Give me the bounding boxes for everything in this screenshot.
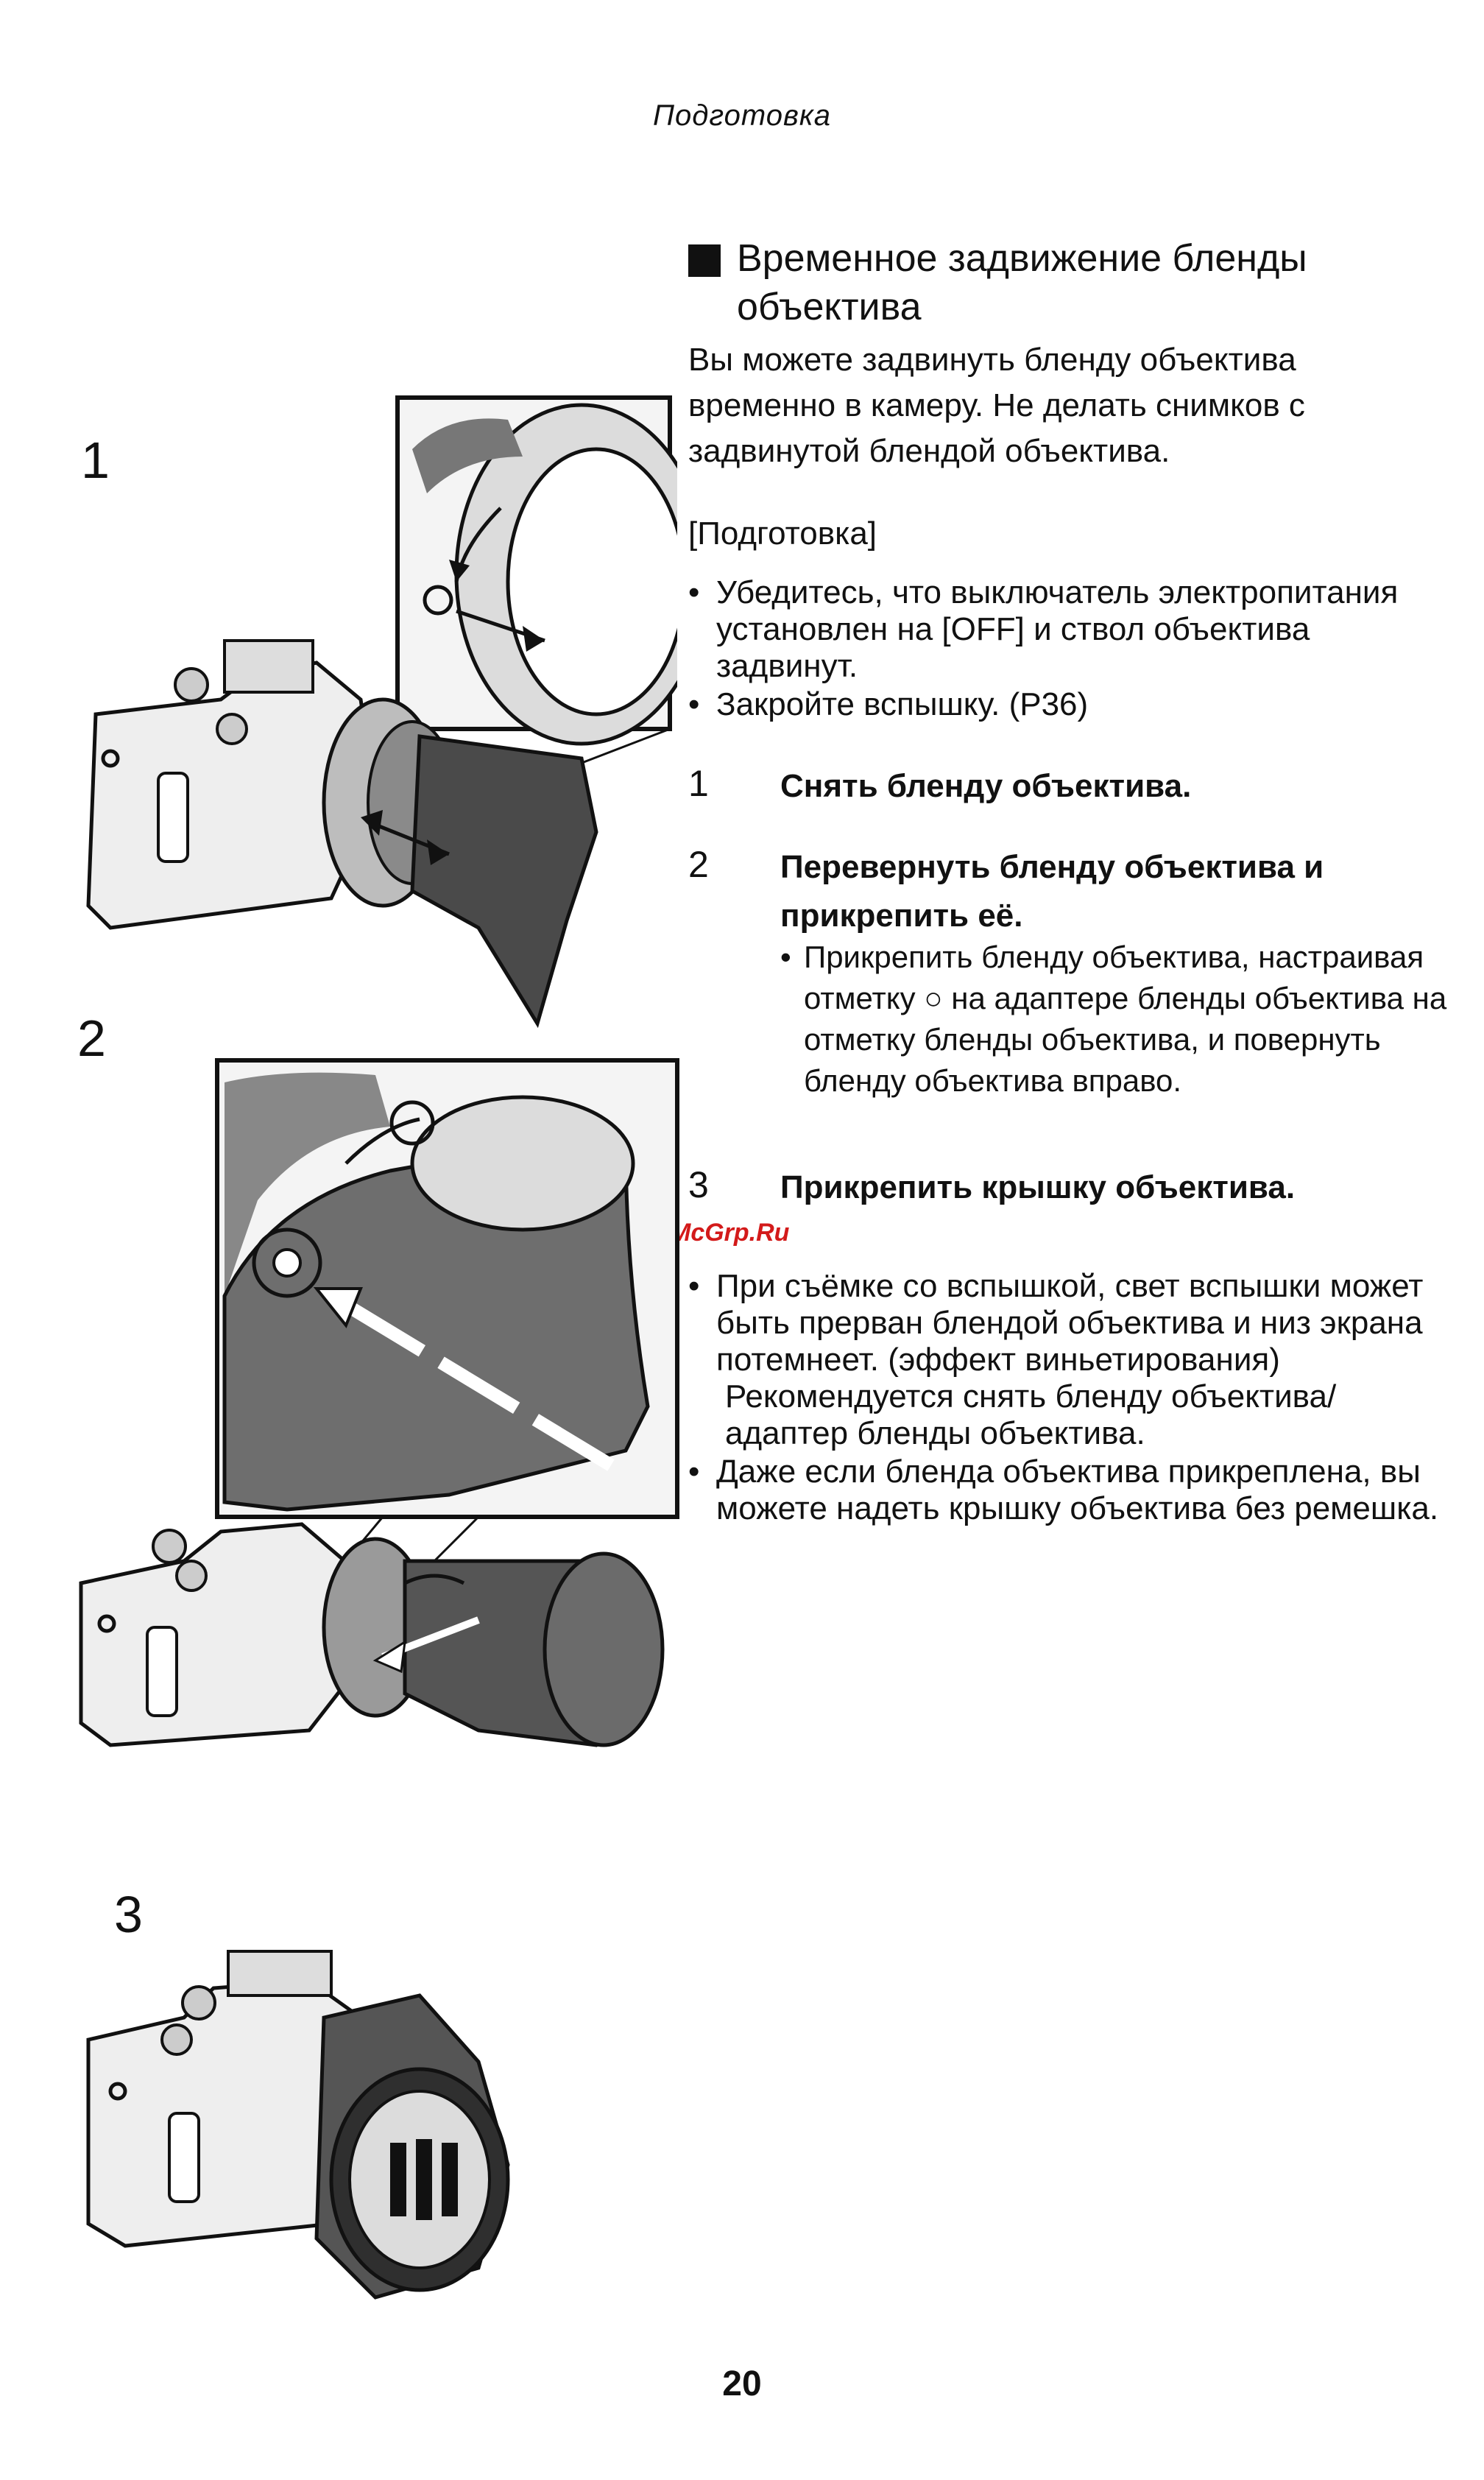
notes-list: При съёмке со вспышкой, свет вспышки мож… [688,1268,1454,1529]
note-text: При съёмке со вспышкой, свет вспышки мож… [716,1268,1424,1378]
figure-1-camera-hood-removal [86,395,677,1029]
list-item: Убедитесь, что выключатель электропитани… [688,574,1454,685]
intro-line: Вы можете задвинуть бленду объектива [688,342,1296,378]
page-number: 20 [722,2364,762,2403]
section-marker-icon [688,244,721,277]
page-header: Подготовка [653,99,831,132]
section-title: Временное задвижение бленды объектива [688,234,1454,331]
prep-list: Убедитесь, что выключатель электропитани… [688,574,1454,725]
intro-line: временно в камеру. Не делать снимков с [688,387,1305,423]
figure-3-lens-cap-attached [86,1950,510,2300]
section-title-line2: объектива [737,286,922,328]
step-number: 3 [688,1164,709,1205]
list-item: При съёмке со вспышкой, свет вспышки мож… [688,1268,1454,1452]
prep-label: [Подготовка] [688,515,877,552]
step-text: Перевернуть бленду объектива и прикрепит… [780,849,1324,934]
step-number: 1 [688,763,709,804]
figure-2-hood-reverse-attach [79,1058,679,1747]
note-extra: Рекомендуется снять бленду объектива/ ад… [725,1378,1337,1451]
step-2-sub-list: Прикрепить бленду объектива, настраивая … [780,937,1458,1102]
section-title-line1: Временное задвижение бленды [737,237,1307,280]
watermark-link[interactable]: McGrp.Ru [670,1219,790,1247]
list-item: Прикрепить бленду объектива, настраивая … [780,937,1458,1102]
figure-number: 2 [77,1010,106,1067]
step-number: 2 [688,844,709,885]
intro-line: задвинутой блендой объектива. [688,433,1170,469]
step-text: Снять бленду объектива. [780,768,1192,804]
figure-number: 1 [81,431,110,489]
step-1: 1 Снять бленду объектива. [688,762,1469,814]
intro-paragraph: Вы можете задвинуть бленду объектива вре… [688,337,1454,474]
step-2: 2 Перевернуть бленду объектива и прикреп… [688,843,1469,946]
step-3: 3 Прикрепить крышку объектива. [688,1163,1469,1215]
list-item: Закройте вспышку. (P36) [688,686,1454,723]
figure-number: 3 [114,1886,143,1943]
list-item: Даже если бленда объектива прикреплена, … [688,1454,1454,1527]
step-text: Прикрепить крышку объектива. [780,1169,1296,1205]
